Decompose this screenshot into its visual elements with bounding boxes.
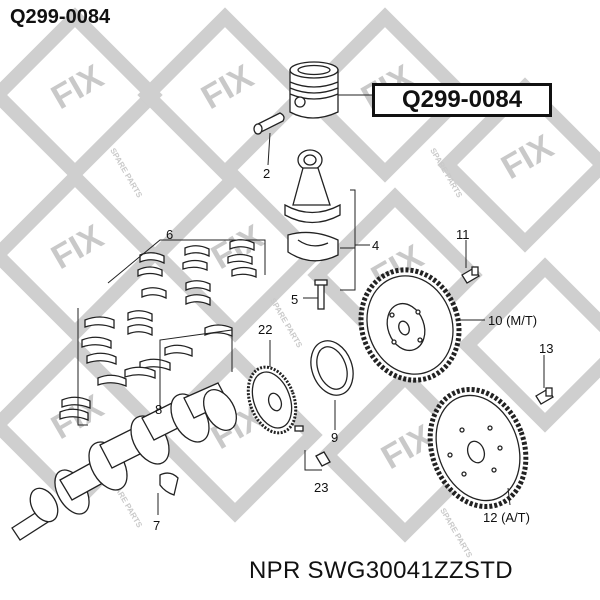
bearing-shells-lower (59, 316, 233, 421)
watermark-tile (457, 257, 600, 433)
watermark-logo: FIX (195, 57, 260, 117)
leader-lines (77, 94, 545, 515)
part-label-4: 4 (372, 238, 379, 253)
bearing-shells-upper (127, 239, 257, 337)
crank-gear (246, 365, 304, 435)
part-label-2: 2 (263, 166, 270, 181)
rod-cap (287, 231, 339, 262)
part-label-5: 5 (291, 292, 298, 307)
watermark-tile (137, 7, 313, 183)
part-label-11: 11 (456, 227, 470, 242)
watermark-tagline: SPARE PARTS (268, 297, 304, 350)
watermark-logo: FIX (45, 57, 110, 117)
line-art (11, 61, 554, 541)
watermark-logo: FIX (375, 417, 440, 477)
footer-reference: NPR SWG30041ZZSTD (249, 557, 513, 584)
part-label-8: 8 (155, 402, 162, 417)
piston (289, 61, 339, 119)
watermark-tagline: SPARE PARTS (438, 507, 474, 560)
part-number-callout: Q299-0084 (372, 83, 552, 117)
watermark-tile (0, 7, 163, 183)
watermark-logo: FIX (45, 217, 110, 277)
watermark-tile (297, 7, 473, 183)
part-label-13: 13 (539, 341, 553, 356)
flywheel-bolt-at (535, 387, 554, 405)
watermark-logo: FIX (495, 127, 560, 187)
crankshaft (11, 382, 238, 541)
watermark-tile (147, 167, 323, 343)
part-label-10: 10 (M/T) (488, 313, 537, 328)
flywheel-mt (358, 267, 462, 383)
part-label-23: 23 (314, 480, 328, 495)
page-title: Q299-0084 (10, 6, 111, 28)
rod-bolt (314, 279, 328, 310)
part-label-7: 7 (153, 518, 160, 533)
part-label-12: 12 (A/T) (483, 510, 530, 525)
watermark-tile (0, 167, 163, 343)
part-label-6: 6 (166, 227, 173, 242)
flexplate-at (427, 386, 529, 510)
connecting-rod (284, 149, 341, 224)
flywheel-bolt-mt (461, 266, 480, 284)
part-label-9: 9 (331, 430, 338, 445)
oil-seal (310, 340, 354, 396)
piston-pin (253, 112, 285, 135)
part-labels: 2 4 5 6 7 8 9 10 (M/T) 11 12 (A/T) 13 22… (153, 166, 553, 533)
watermark-tile (437, 77, 600, 253)
part-label-22: 22 (258, 322, 272, 337)
watermark-tagline: SPARE PARTS (108, 147, 144, 200)
gear-bolt (315, 451, 331, 467)
